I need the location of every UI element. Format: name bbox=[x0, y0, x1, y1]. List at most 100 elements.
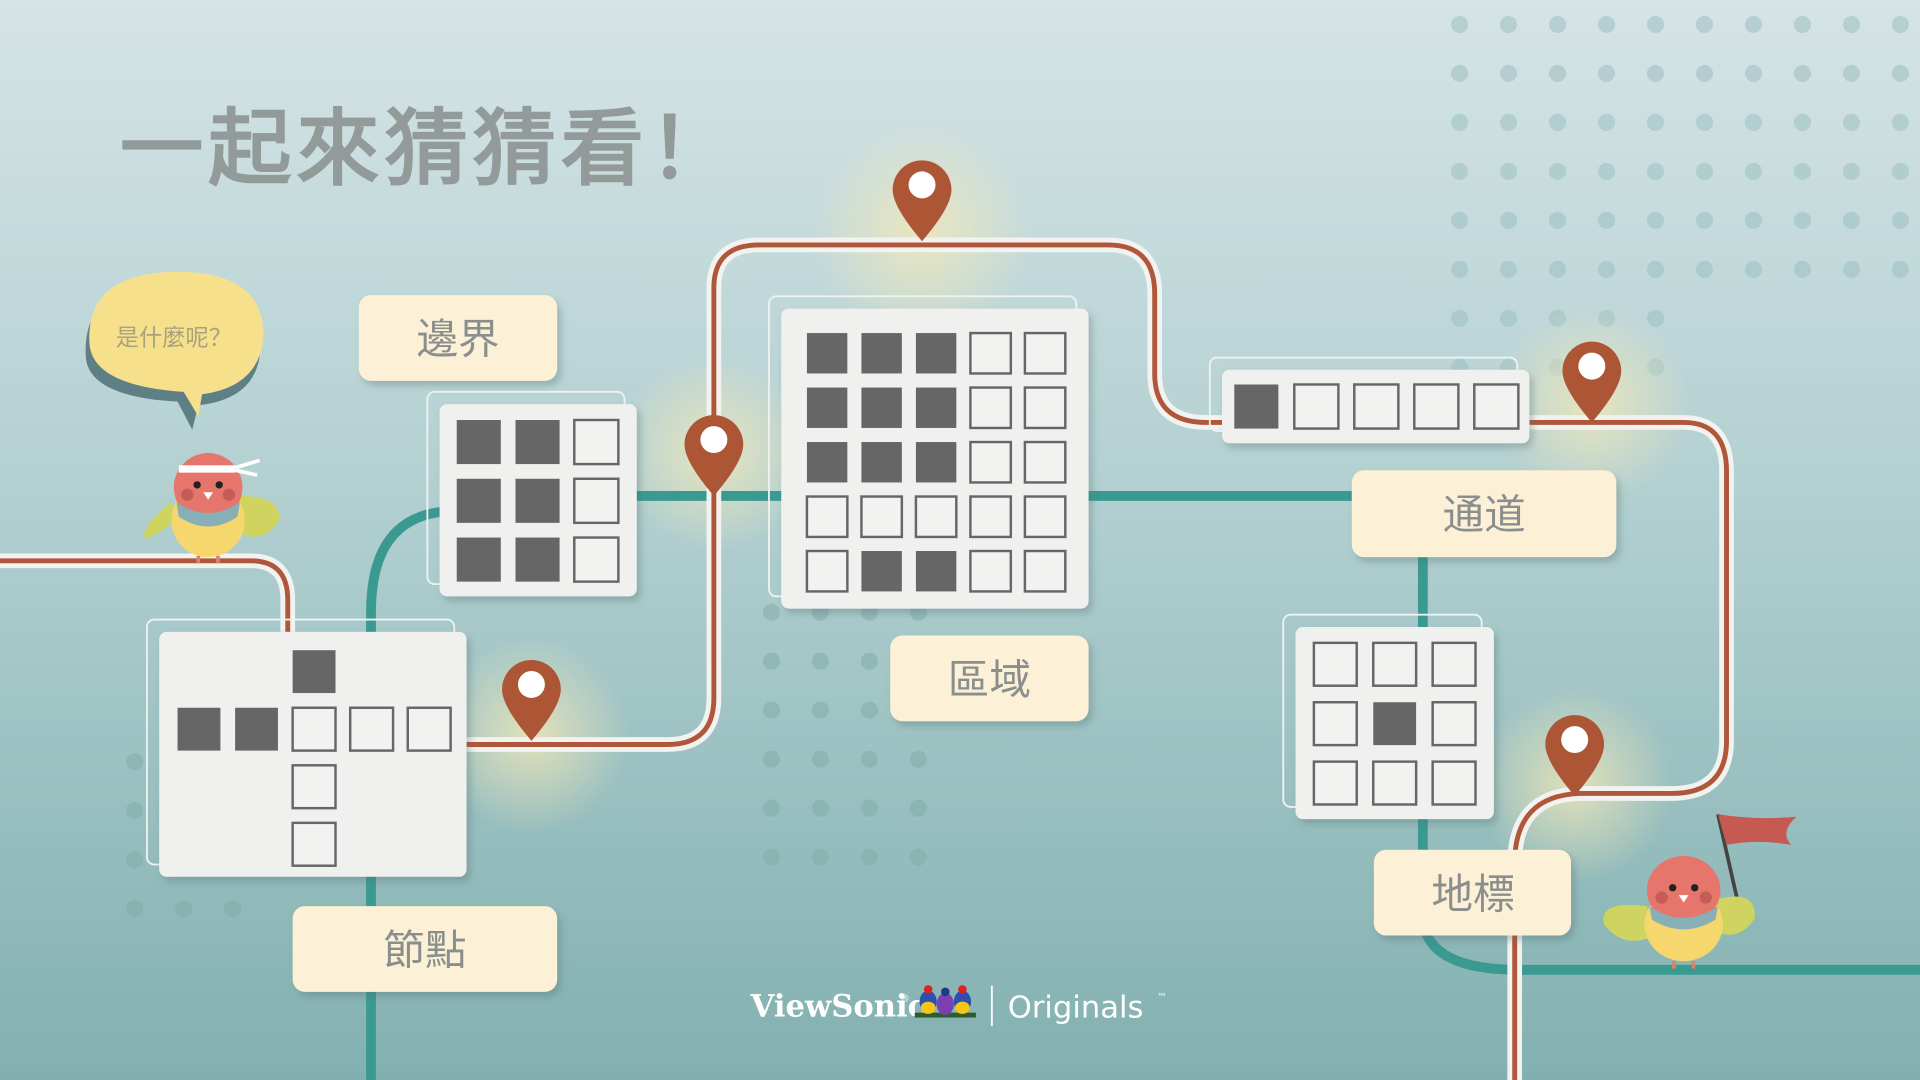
filled-cell bbox=[915, 551, 957, 592]
dot bbox=[1500, 162, 1518, 180]
dot bbox=[1891, 162, 1909, 180]
dot bbox=[126, 851, 144, 869]
empty-cell bbox=[291, 821, 337, 867]
dot bbox=[1451, 162, 1469, 180]
filled-cell bbox=[1234, 384, 1279, 429]
empty-cell bbox=[1413, 383, 1460, 430]
dot bbox=[1891, 260, 1909, 278]
filled-cell bbox=[1373, 702, 1417, 746]
dot bbox=[1451, 64, 1469, 83]
dot bbox=[1744, 260, 1763, 278]
dot bbox=[1695, 64, 1714, 83]
dot bbox=[1646, 309, 1665, 327]
dot bbox=[1646, 260, 1665, 278]
label-landmark: 地標 bbox=[1373, 849, 1572, 936]
grid-panel-region bbox=[768, 295, 1089, 609]
dot bbox=[1500, 113, 1518, 132]
label-landmark-text: 地標 bbox=[1431, 869, 1514, 918]
empty-cell bbox=[291, 764, 337, 810]
dot bbox=[1695, 211, 1714, 229]
dot bbox=[1451, 113, 1469, 132]
dot bbox=[860, 652, 878, 670]
dot bbox=[1500, 211, 1518, 229]
map-pin-icon bbox=[1545, 715, 1605, 796]
empty-cell bbox=[1431, 701, 1477, 747]
dot bbox=[1500, 260, 1518, 278]
logo-tm: ™ bbox=[1157, 992, 1167, 1003]
dot bbox=[762, 799, 780, 817]
filled-cell bbox=[915, 387, 957, 428]
empty-cell bbox=[969, 386, 1013, 430]
filled-cell bbox=[861, 387, 902, 428]
label-boundary: 邊界 bbox=[358, 295, 558, 381]
dot bbox=[1891, 211, 1909, 229]
dot bbox=[1646, 162, 1665, 180]
dot bbox=[1842, 113, 1860, 132]
dot bbox=[1695, 260, 1714, 278]
dot bbox=[126, 900, 144, 918]
filled-cell bbox=[456, 420, 501, 465]
empty-cell bbox=[406, 706, 452, 752]
empty-cell bbox=[914, 495, 958, 539]
empty-cell bbox=[969, 549, 1013, 593]
dot bbox=[1744, 64, 1763, 83]
dot bbox=[1500, 309, 1518, 327]
dot bbox=[1597, 64, 1616, 83]
filled-cell bbox=[915, 333, 957, 374]
empty-cell bbox=[805, 549, 849, 593]
filled-cell bbox=[861, 551, 902, 592]
viewsonic-originals-logo: ViewSonic ® Originals ™ bbox=[750, 985, 1167, 1027]
empty-cell bbox=[805, 495, 849, 539]
label-node: 節點 bbox=[292, 906, 558, 992]
dot bbox=[762, 750, 780, 768]
dot bbox=[1793, 64, 1812, 83]
dot bbox=[1744, 15, 1763, 34]
dot bbox=[1500, 15, 1518, 34]
dot bbox=[860, 848, 878, 866]
empty-cell bbox=[1023, 440, 1067, 484]
dot bbox=[1646, 113, 1665, 132]
dot bbox=[909, 848, 927, 866]
label-region: 區域 bbox=[890, 635, 1089, 722]
dot bbox=[1646, 64, 1665, 83]
label-boundary-text: 邊界 bbox=[416, 315, 499, 364]
dot bbox=[762, 652, 780, 670]
map-pin-icon bbox=[892, 160, 952, 242]
speech-bubble: 是什麼呢？ bbox=[85, 271, 264, 430]
empty-cell bbox=[1293, 383, 1340, 430]
empty-cell bbox=[1023, 386, 1067, 430]
filled-cell bbox=[177, 707, 221, 751]
label-channel-text: 通道 bbox=[1442, 490, 1525, 539]
dot bbox=[1744, 113, 1763, 132]
dot bbox=[811, 750, 829, 768]
dot bbox=[811, 652, 829, 670]
filled-cell bbox=[515, 537, 560, 582]
logo-birds-icon bbox=[914, 985, 976, 1018]
dot bbox=[1548, 260, 1567, 278]
dot bbox=[1744, 162, 1763, 180]
empty-cell bbox=[573, 418, 620, 466]
dot bbox=[1597, 15, 1616, 34]
dot bbox=[1500, 64, 1518, 83]
red-route bbox=[0, 237, 1734, 1080]
dot bbox=[1842, 260, 1860, 278]
empty-cell bbox=[1473, 383, 1520, 430]
dot bbox=[860, 750, 878, 768]
grid-panel-landmark bbox=[1282, 613, 1494, 820]
filled-cell bbox=[456, 478, 501, 523]
empty-cell bbox=[1312, 641, 1358, 687]
flag-icon bbox=[1717, 814, 1797, 845]
empty-cell bbox=[573, 536, 620, 583]
dot bbox=[1842, 162, 1860, 180]
dot bbox=[1646, 211, 1665, 229]
dot bbox=[126, 753, 144, 771]
dot bbox=[1793, 260, 1812, 278]
logo-product: Originals bbox=[1008, 991, 1144, 1026]
logo-brand: ViewSonic bbox=[750, 988, 927, 1024]
empty-cell bbox=[1353, 383, 1400, 430]
label-region-text: 區域 bbox=[948, 655, 1031, 704]
dot bbox=[811, 799, 829, 817]
filled-cell bbox=[806, 387, 848, 428]
dot bbox=[909, 799, 927, 817]
